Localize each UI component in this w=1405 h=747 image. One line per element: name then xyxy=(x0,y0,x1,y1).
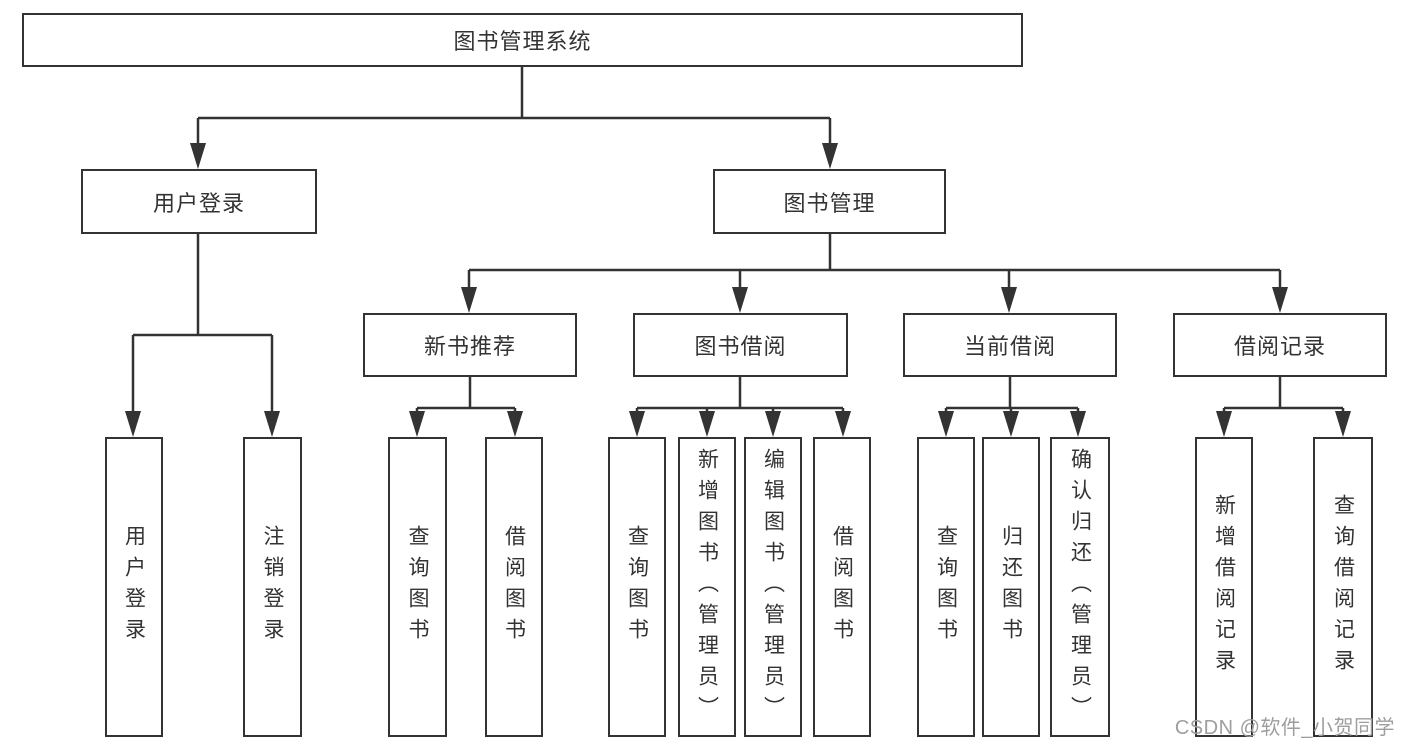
leaf-borrow-query-book-label: 查询图书 xyxy=(625,525,649,649)
node-user-login: 用户登录 xyxy=(81,169,317,234)
edge-mgmt-to-level3 xyxy=(461,234,1288,313)
edge-borrow-to-leaves xyxy=(629,377,851,437)
leaf-current-return-book: 归还图书 xyxy=(982,437,1040,737)
node-current-borrow-label: 当前借阅 xyxy=(963,334,1056,359)
leaf-current-return-book-label: 归还图书 xyxy=(999,525,1023,649)
leaf-current-confirm-return-admin-label: 确认归还（管理员） xyxy=(1068,447,1092,727)
leaf-user-login-label: 用户登录 xyxy=(122,525,146,649)
leaf-records-add-record-label: 新增借阅记录 xyxy=(1212,494,1236,680)
node-borrow-records: 借阅记录 xyxy=(1173,313,1387,377)
leaf-logout-label: 注销登录 xyxy=(261,525,284,649)
node-book-mgmt-label: 图书管理 xyxy=(783,190,876,216)
node-root-label: 图书管理系统 xyxy=(453,29,592,54)
edge-login-to-leaves xyxy=(125,234,280,437)
leaf-borrow-edit-book-admin-label: 编辑图书（管理员） xyxy=(761,447,785,727)
leaf-borrow-add-book-admin: 新增图书（管理员） xyxy=(678,437,736,737)
leaf-borrow-borrow-book-label: 借阅图书 xyxy=(830,525,854,649)
leaf-records-query-record-label: 查询借阅记录 xyxy=(1331,494,1355,680)
leaf-logout: 注销登录 xyxy=(243,437,302,737)
node-borrow-records-label: 借阅记录 xyxy=(1233,334,1326,359)
leaf-borrow-query-book: 查询图书 xyxy=(608,437,666,737)
csdn-watermark: CSDN @软件_小贺同学 xyxy=(1174,717,1395,739)
node-book-mgmt: 图书管理 xyxy=(713,169,946,234)
node-new-book-recommend: 新书推荐 xyxy=(363,313,577,377)
leaf-current-confirm-return-admin: 确认归还（管理员） xyxy=(1050,437,1110,737)
edge-root-to-level2 xyxy=(190,67,838,169)
leaf-records-add-record: 新增借阅记录 xyxy=(1195,437,1253,737)
node-book-borrow: 图书借阅 xyxy=(633,313,848,377)
leaf-recommend-borrow-book: 借阅图书 xyxy=(485,437,543,737)
leaf-recommend-query-book-label: 查询图书 xyxy=(406,525,429,649)
leaf-current-query-book: 查询图书 xyxy=(917,437,975,737)
leaf-records-query-record: 查询借阅记录 xyxy=(1313,437,1373,737)
leaf-borrow-edit-book-admin: 编辑图书（管理员） xyxy=(744,437,802,737)
leaf-user-login: 用户登录 xyxy=(105,437,163,737)
node-user-login-label: 用户登录 xyxy=(152,190,245,216)
leaf-recommend-query-book: 查询图书 xyxy=(388,437,447,737)
node-book-borrow-label: 图书借阅 xyxy=(694,334,787,359)
leaf-borrow-borrow-book: 借阅图书 xyxy=(813,437,871,737)
edge-current-to-leaves xyxy=(938,377,1086,437)
leaf-borrow-add-book-admin-label: 新增图书（管理员） xyxy=(695,447,719,727)
leaf-recommend-borrow-book-label: 借阅图书 xyxy=(502,525,526,649)
leaf-current-query-book-label: 查询图书 xyxy=(934,525,958,649)
edge-recommend-to-leaves xyxy=(409,377,523,437)
node-new-book-recommend-label: 新书推荐 xyxy=(423,334,516,359)
node-current-borrow: 当前借阅 xyxy=(903,313,1117,377)
node-root: 图书管理系统 xyxy=(22,13,1023,67)
edge-records-to-leaves xyxy=(1216,377,1351,437)
